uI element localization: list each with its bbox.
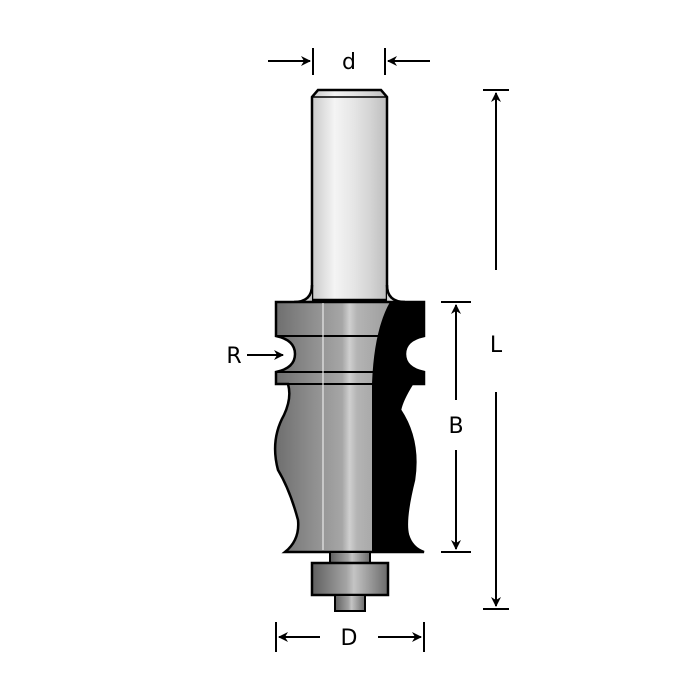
dimension-L: L bbox=[483, 89, 509, 610]
cutting-edge bbox=[372, 302, 424, 552]
dimension-R-label: R bbox=[226, 344, 241, 369]
bearing bbox=[310, 551, 390, 597]
dimension-B: B bbox=[441, 301, 471, 553]
dimension-D-label: D bbox=[341, 626, 358, 651]
dimension-d: d bbox=[268, 48, 430, 75]
dimension-L-label: L bbox=[490, 333, 503, 358]
dimension-d-label: d bbox=[342, 50, 356, 75]
dimension-D: D bbox=[275, 622, 425, 652]
bearing-screw bbox=[334, 594, 366, 612]
dimension-R: R bbox=[226, 344, 284, 369]
dimension-B-label: B bbox=[448, 414, 463, 439]
shank bbox=[293, 88, 406, 304]
